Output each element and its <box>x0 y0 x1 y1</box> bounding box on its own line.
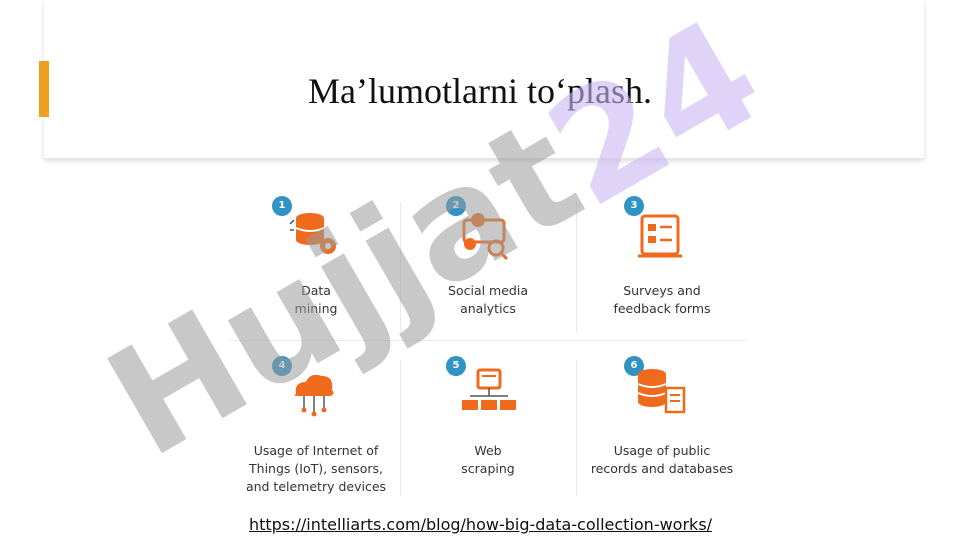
divider <box>576 202 577 332</box>
item-label: Web scraping <box>461 443 515 476</box>
database-gear-icon <box>289 213 336 254</box>
step-number-badge: 6 <box>624 356 644 376</box>
accent-bar <box>39 61 49 117</box>
step-number-badge: 1 <box>272 196 292 216</box>
survey-form-icon <box>638 214 682 258</box>
step-number-badge: 5 <box>446 356 466 376</box>
title-box <box>44 0 924 159</box>
social-analytics-icon <box>462 213 509 261</box>
item-iot-sensors: 4 Usage of Internet of Things (IoT), sen… <box>230 342 402 500</box>
item-data-mining: 1 Data mining <box>230 182 402 340</box>
item-web-scraping: 5 Web scraping <box>402 342 574 500</box>
data-collection-infographic: 1 Data mining 2 Social media analytics 3 <box>230 182 746 500</box>
step-number-badge: 3 <box>624 196 644 216</box>
step-number-badge: 2 <box>446 196 466 216</box>
item-surveys-feedback: 3 Surveys and feedback forms <box>576 182 748 340</box>
slide-title: Ma’lumotlarni to‘plash. <box>308 71 652 111</box>
item-label: Social media analytics <box>448 283 528 316</box>
database-records-icon <box>637 369 686 414</box>
source-link[interactable]: https://intelliarts.com/blog/how-big-dat… <box>248 515 713 534</box>
item-public-records: 6 Usage of public records and databases <box>576 342 748 500</box>
divider <box>400 202 401 332</box>
item-social-media-analytics: 2 Social media analytics <box>402 182 574 340</box>
divider <box>230 340 746 341</box>
divider <box>576 360 577 496</box>
item-label: Usage of Internet of Things (IoT), senso… <box>245 443 387 494</box>
web-scraping-icon <box>462 368 516 410</box>
item-label: Usage of public records and databases <box>590 443 734 476</box>
divider <box>400 360 401 496</box>
step-number-badge: 4 <box>272 356 292 376</box>
iot-cloud-icon <box>294 374 334 417</box>
item-label: Data mining <box>294 283 338 316</box>
item-label: Surveys and feedback forms <box>613 283 711 316</box>
